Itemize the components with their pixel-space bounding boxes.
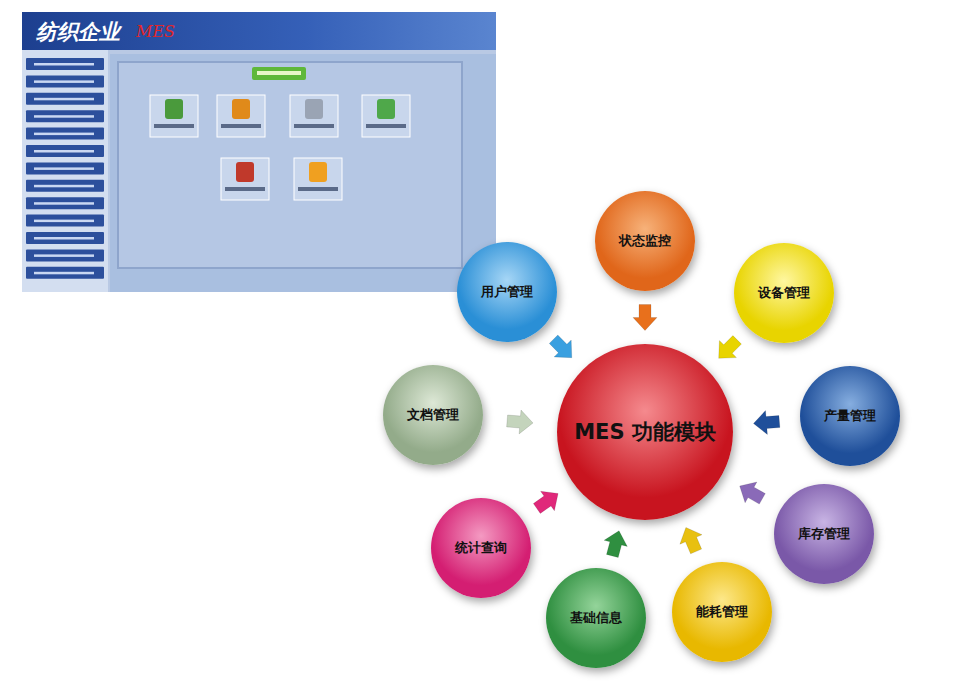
block-arrow <box>719 336 742 359</box>
menu-icon <box>232 99 250 119</box>
menu-tag-text <box>257 71 301 75</box>
sidebar <box>22 50 108 292</box>
menu-icon-tile <box>150 95 198 137</box>
menu-icon-tile <box>362 95 410 137</box>
icon-caption-blur <box>294 124 334 128</box>
block-arrow <box>754 411 780 435</box>
module-name: 设备管理 <box>758 284 810 302</box>
icon-caption-blur <box>366 124 406 128</box>
arrow-body <box>754 411 780 435</box>
icon-caption-blur <box>221 124 261 128</box>
icon-caption-blur <box>154 124 194 128</box>
arrow-body <box>507 410 533 434</box>
sidebar-button <box>26 197 104 209</box>
button-text-blur <box>34 185 94 188</box>
module-sphere: 状态监控 <box>595 191 695 291</box>
arrow-body <box>680 528 702 554</box>
center-title: MES 功能模块 <box>574 418 716 446</box>
sidebar-button <box>26 162 104 174</box>
arrow-body <box>604 531 627 558</box>
menu-icon-tile <box>290 95 338 137</box>
module-sphere: 能耗管理 <box>672 562 772 662</box>
sidebar-button <box>26 145 104 157</box>
button-text-blur <box>34 150 94 153</box>
sidebar-button <box>26 110 104 122</box>
button-text-blur <box>34 115 94 118</box>
module-sphere: 库存管理 <box>774 484 874 584</box>
app-title-mes: MES <box>136 22 175 41</box>
block-arrow <box>740 482 766 504</box>
center-sphere: MES 功能模块 <box>557 344 733 520</box>
module-name: 库存管理 <box>798 525 850 543</box>
menu-panel <box>118 62 462 268</box>
module-name: 统计查询 <box>455 539 507 557</box>
arrow-body <box>740 482 766 504</box>
sidebar-button <box>26 267 104 279</box>
block-arrow <box>507 410 533 434</box>
arrow-body <box>719 336 742 359</box>
menu-icon-tile <box>221 158 269 200</box>
sidebar-button <box>26 75 104 87</box>
sidebar-button <box>26 58 104 70</box>
main-panel <box>110 54 496 292</box>
block-arrow <box>533 491 558 513</box>
menu-icon <box>309 162 327 182</box>
icon-caption-blur <box>225 187 265 191</box>
header-bar <box>22 12 496 50</box>
menu-icon <box>165 99 183 119</box>
module-sphere: 用户管理 <box>457 242 557 342</box>
arrow-body <box>633 305 657 331</box>
button-text-blur <box>34 237 94 240</box>
module-sphere: 设备管理 <box>734 243 834 343</box>
module-sphere: 统计查询 <box>431 498 531 598</box>
menu-icon <box>305 99 323 119</box>
app-title: 纺织企业 <box>36 18 120 46</box>
module-sphere: 文档管理 <box>383 365 483 465</box>
block-arrow <box>680 528 702 554</box>
button-text-blur <box>34 220 94 223</box>
module-name: 文档管理 <box>407 406 459 424</box>
menu-icon-tile <box>294 158 342 200</box>
module-name: 用户管理 <box>481 283 533 301</box>
sidebar-button <box>26 93 104 105</box>
button-text-blur <box>34 202 94 205</box>
sidebar-button <box>26 128 104 140</box>
sidebar-button <box>26 249 104 261</box>
screen-ground <box>22 12 496 292</box>
module-name: 产量管理 <box>824 407 876 425</box>
module-sphere: 基础信息 <box>546 568 646 668</box>
block-arrow <box>604 531 627 558</box>
sidebar-button <box>26 215 104 227</box>
sidebar-button <box>26 232 104 244</box>
arrow-body <box>533 491 558 513</box>
button-text-blur <box>34 63 94 66</box>
sidebar-buttons <box>26 58 104 279</box>
menu-tag <box>252 67 306 80</box>
arrow-body <box>549 335 572 358</box>
block-arrow <box>633 305 657 331</box>
module-name: 状态监控 <box>619 232 671 250</box>
menu-icon-tile <box>217 95 265 137</box>
block-arrow <box>549 335 572 358</box>
sidebar-button <box>26 180 104 192</box>
button-text-blur <box>34 80 94 83</box>
module-sphere: 产量管理 <box>800 366 900 466</box>
button-text-blur <box>34 133 94 136</box>
module-name: 基础信息 <box>570 609 622 627</box>
menu-icons <box>150 95 410 200</box>
button-text-blur <box>34 272 94 275</box>
module-name: 能耗管理 <box>696 603 748 621</box>
button-text-blur <box>34 98 94 101</box>
menu-icon <box>377 99 395 119</box>
button-text-blur <box>34 167 94 170</box>
icon-caption-blur <box>298 187 338 191</box>
button-text-blur <box>34 254 94 257</box>
menu-icon <box>236 162 254 182</box>
